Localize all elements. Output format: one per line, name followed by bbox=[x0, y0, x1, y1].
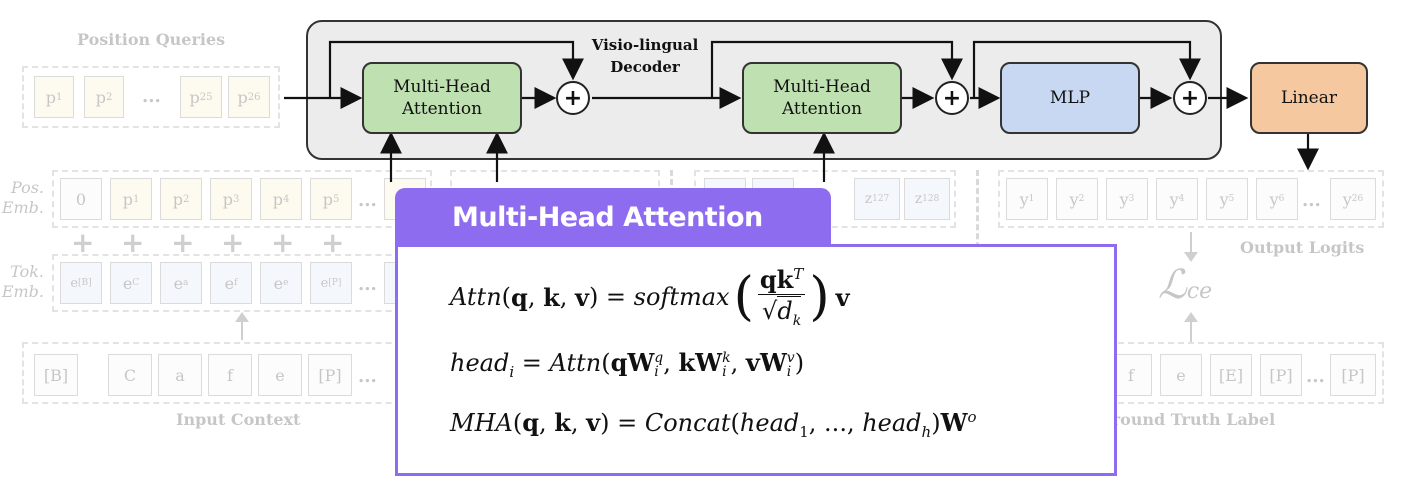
popup-title: Multi-Head Attention bbox=[452, 202, 763, 233]
popup-title-tab bbox=[395, 188, 831, 252]
add-icon: + bbox=[556, 81, 590, 115]
plus-icon: + bbox=[71, 226, 95, 259]
decoder-title: Visio-lingual Decoder bbox=[591, 36, 699, 76]
tok-emb-token: e[P] bbox=[310, 262, 352, 304]
equation-mha: MHA(q, k, v) = Concat(head1, ..., headh)… bbox=[450, 408, 977, 441]
arrow-head-icon bbox=[1184, 252, 1198, 262]
multi-head-attention-block-1[interactable]: Multi-Head Attention bbox=[362, 62, 522, 134]
input-context-token: e bbox=[258, 354, 302, 396]
arrow-head-icon bbox=[235, 312, 249, 322]
ground-truth-token: [P] bbox=[1330, 354, 1376, 396]
tok-emb-label: Tok.Emb. bbox=[1, 262, 44, 301]
input-context-token: f bbox=[208, 354, 252, 396]
arrow-up-icon bbox=[1190, 320, 1192, 342]
output-logits-box bbox=[998, 170, 1384, 228]
input-context-token: [B] bbox=[34, 354, 78, 396]
ellipsis: ... bbox=[1302, 190, 1321, 211]
ground-truth-token: f bbox=[1110, 354, 1152, 396]
position-queries-label: Position Queries bbox=[77, 30, 226, 49]
input-context-token: a bbox=[158, 354, 202, 396]
plus-icon: + bbox=[271, 226, 295, 259]
arrow-up-icon bbox=[241, 318, 243, 340]
ground-truth-token: e bbox=[1160, 354, 1202, 396]
equation-attn: Attn(q, k, v) = softmax ( qkT √dk ) v bbox=[450, 265, 850, 329]
output-logits-label: Output Logits bbox=[1240, 238, 1365, 257]
arrow-head-icon bbox=[1184, 312, 1198, 322]
ground-truth-label: Ground Truth Label bbox=[1098, 410, 1276, 429]
pos-emb-token: 0 bbox=[60, 178, 102, 220]
arrow-down-icon bbox=[1190, 232, 1192, 254]
pos-emb-label: Pos.Emb. bbox=[1, 178, 44, 217]
input-context-label: Input Context bbox=[176, 410, 301, 429]
ellipsis: ... bbox=[1306, 366, 1325, 387]
add-icon: + bbox=[1173, 81, 1207, 115]
ground-truth-token: [P] bbox=[1260, 354, 1302, 396]
multi-head-attention-block-2[interactable]: Multi-Head Attention bbox=[742, 62, 902, 134]
plus-icon: + bbox=[121, 226, 145, 259]
ellipsis: ... bbox=[358, 190, 377, 211]
tok-emb-token: e[B] bbox=[60, 262, 102, 304]
linear-block[interactable]: Linear bbox=[1250, 62, 1368, 134]
ground-truth-token: [E] bbox=[1210, 354, 1252, 396]
loss-symbol: ℒce bbox=[1158, 262, 1213, 308]
ellipsis: ... bbox=[358, 366, 377, 387]
position-queries-box bbox=[22, 66, 280, 128]
input-context-token: [P] bbox=[308, 354, 352, 396]
mlp-block[interactable]: MLP bbox=[1000, 62, 1140, 134]
input-context-token: C bbox=[108, 354, 152, 396]
plus-icon: + bbox=[171, 226, 195, 259]
plus-icon: + bbox=[221, 226, 245, 259]
ellipsis: ... bbox=[142, 86, 161, 107]
popup-body bbox=[395, 244, 1117, 476]
plus-icon: + bbox=[321, 226, 345, 259]
ellipsis: ... bbox=[358, 274, 377, 295]
add-icon: + bbox=[935, 81, 969, 115]
